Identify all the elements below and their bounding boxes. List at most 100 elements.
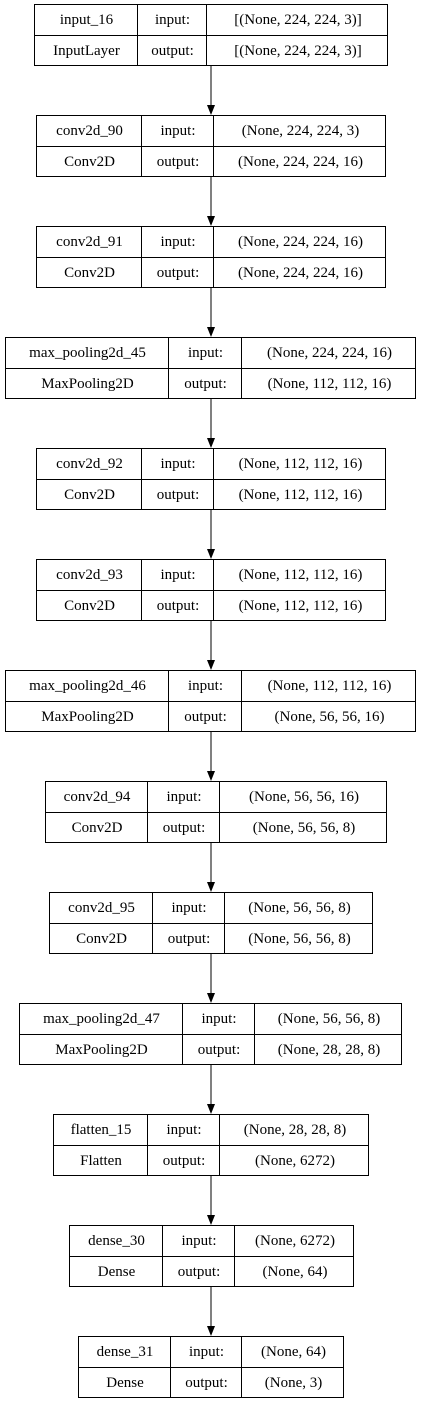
- row-divider: [37, 146, 385, 147]
- column-divider: [219, 1115, 220, 1175]
- input-shape: (None, 224, 224, 16): [238, 234, 363, 250]
- input-label: input:: [171, 900, 207, 916]
- output-label: output:: [184, 376, 227, 392]
- row-divider: [35, 35, 387, 36]
- output-shape: (None, 6272): [255, 1153, 335, 1169]
- layer-type: Conv2D: [64, 154, 115, 170]
- column-divider: [182, 1004, 183, 1064]
- input-label: input:: [160, 456, 196, 472]
- column-divider: [254, 1004, 255, 1064]
- input-shape: (None, 224, 224, 3): [241, 123, 360, 139]
- layer-name: max_pooling2d_45: [29, 345, 146, 361]
- output-label: output:: [184, 709, 227, 725]
- layer-type: Dense: [106, 1375, 144, 1391]
- output-label: output:: [167, 931, 211, 947]
- layer-type: Dense: [97, 1264, 136, 1280]
- layer-type: Conv2D: [64, 487, 115, 503]
- column-divider: [162, 1226, 163, 1286]
- column-divider: [213, 116, 214, 176]
- output-shape: (None, 224, 224, 16): [238, 265, 363, 281]
- input-label: input:: [160, 234, 196, 250]
- column-divider: [241, 1337, 242, 1397]
- row-divider: [54, 1145, 368, 1146]
- column-divider: [152, 893, 153, 953]
- output-shape: (None, 64): [262, 1264, 328, 1280]
- output-shape: (None, 3): [264, 1375, 323, 1391]
- arrow-head: [207, 1215, 215, 1225]
- input-shape: (None, 112, 112, 16): [267, 678, 392, 694]
- input-shape: [(None, 224, 224, 3)]: [234, 12, 362, 28]
- column-divider: [213, 227, 214, 287]
- row-divider: [50, 923, 372, 924]
- layer-name: conv2d_92: [56, 456, 123, 472]
- output-label: output:: [162, 1153, 206, 1169]
- output-label: output:: [156, 154, 200, 170]
- column-divider: [141, 449, 142, 509]
- arrow-head: [207, 1326, 215, 1336]
- layer-type: Conv2D: [64, 598, 115, 614]
- input-shape: (None, 56, 56, 8): [248, 900, 351, 916]
- layer-name: dense_31: [96, 1344, 154, 1360]
- row-divider: [37, 479, 385, 480]
- output-label: output:: [197, 1042, 241, 1058]
- row-divider: [37, 590, 385, 591]
- layer-type: Conv2D: [71, 820, 123, 836]
- column-divider: [141, 116, 142, 176]
- layer-type: Conv2D: [76, 931, 127, 947]
- layer-name: conv2d_94: [63, 789, 131, 805]
- column-divider: [241, 671, 242, 731]
- input-shape: (None, 28, 28, 8): [243, 1122, 347, 1138]
- input-shape: (None, 56, 56, 8): [277, 1011, 381, 1027]
- column-divider: [206, 5, 207, 65]
- column-divider: [141, 227, 142, 287]
- input-shape: (None, 64): [261, 1344, 326, 1360]
- row-divider: [6, 701, 415, 702]
- input-label: input:: [166, 1122, 202, 1138]
- input-shape: (None, 224, 224, 16): [267, 345, 392, 361]
- column-divider: [234, 1226, 235, 1286]
- row-divider: [70, 1256, 353, 1257]
- output-label: output:: [151, 43, 194, 59]
- arrow-head: [207, 660, 215, 670]
- output-shape: (None, 224, 224, 16): [238, 154, 363, 170]
- layer-type: Conv2D: [64, 265, 115, 281]
- output-label: output:: [185, 1375, 228, 1391]
- output-label: output:: [156, 487, 200, 503]
- output-shape: (None, 56, 56, 8): [252, 820, 356, 836]
- row-divider: [79, 1367, 343, 1368]
- arrow-head: [207, 549, 215, 559]
- layer-type: InputLayer: [53, 43, 120, 59]
- arrow-head: [207, 771, 215, 781]
- layer-type: MaxPooling2D: [41, 709, 134, 725]
- arrow-head: [207, 1104, 215, 1114]
- input-label: input:: [160, 567, 196, 583]
- output-shape: (None, 112, 112, 16): [238, 487, 363, 503]
- layer-name: dense_30: [88, 1233, 145, 1249]
- arrow-head: [207, 993, 215, 1003]
- column-divider: [137, 5, 138, 65]
- input-label: input:: [154, 12, 190, 28]
- layer-name: conv2d_95: [68, 900, 135, 916]
- layer-name: conv2d_90: [56, 123, 123, 139]
- layer-name: conv2d_91: [56, 234, 123, 250]
- layer-type: MaxPooling2D: [41, 376, 134, 392]
- arrow-head: [207, 882, 215, 892]
- column-divider: [224, 893, 225, 953]
- layer-name: input_16: [59, 12, 114, 28]
- input-shape: (None, 6272): [255, 1233, 335, 1249]
- output-shape: (None, 56, 56, 8): [248, 931, 351, 947]
- output-label: output:: [162, 820, 206, 836]
